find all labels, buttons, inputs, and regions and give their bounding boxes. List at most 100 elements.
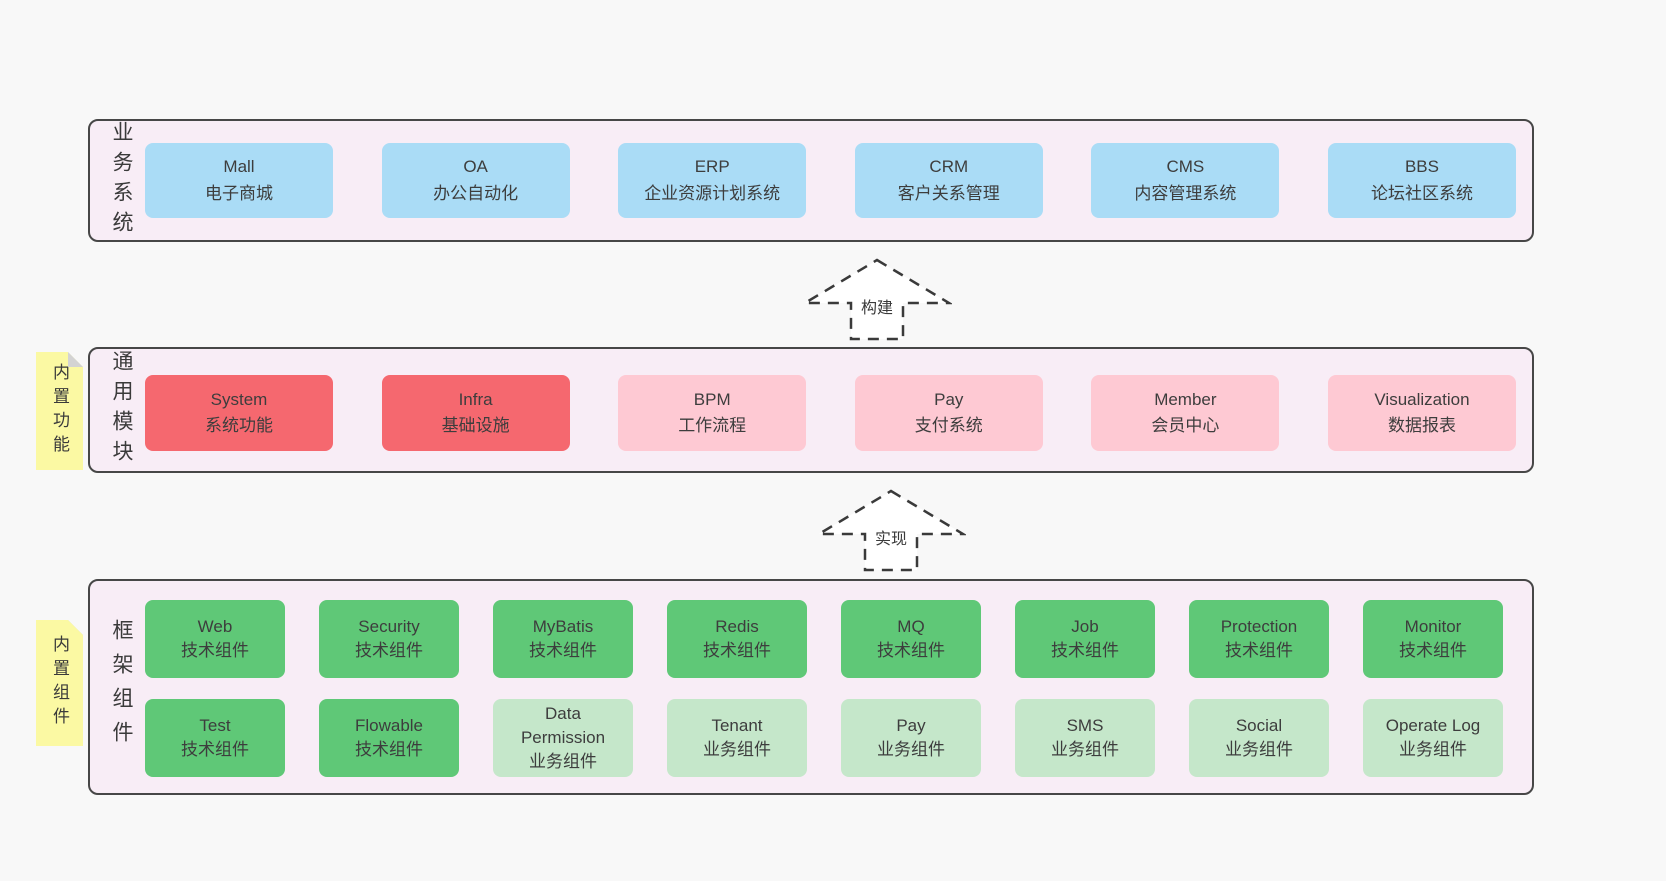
box-title: MQ bbox=[897, 616, 925, 636]
layer-framework-components: 框架组件 Web 技术组件 Security 技术组件 MyBatis 技术组件… bbox=[88, 579, 1534, 795]
biz-component-row: Test 技术组件 Flowable 技术组件 Data Permission … bbox=[145, 699, 1503, 777]
up-arrow-icon bbox=[816, 489, 966, 572]
box-subtitle: 技术组件 bbox=[1225, 641, 1293, 660]
box-mybatis: MyBatis 技术组件 bbox=[493, 600, 633, 678]
box-oa: OA 办公自动化 bbox=[381, 143, 570, 218]
box-web: Web 技术组件 bbox=[145, 600, 285, 678]
box-title: Pay bbox=[896, 715, 926, 735]
box-test: Test 技术组件 bbox=[145, 699, 285, 777]
box-title: Security bbox=[358, 616, 420, 636]
layer-label-business: 业务系统 bbox=[110, 120, 133, 241]
box-title: Operate Log bbox=[1385, 715, 1481, 735]
box-visualization: Visualization 数据报表 bbox=[1327, 375, 1516, 451]
box-subtitle: 技术组件 bbox=[355, 740, 423, 759]
layer-business-systems: 业务系统 Mall 电子商城 OA 办公自动化 ERP 企业资源计划系统 CRM… bbox=[88, 119, 1534, 242]
module-boxes: System 系统功能 Infra 基础设施 BPM 工作流程 Pay 支付系统… bbox=[145, 375, 1516, 451]
box-data-permission: Data Permission 业务组件 bbox=[493, 699, 633, 777]
box-system: System 系统功能 bbox=[145, 375, 333, 451]
box-subtitle: 系统功能 bbox=[205, 416, 273, 435]
box-title: System bbox=[210, 389, 268, 409]
business-boxes: Mall 电子商城 OA 办公自动化 ERP 企业资源计划系统 CRM 客户关系… bbox=[145, 143, 1516, 218]
up-arrow-icon bbox=[802, 258, 952, 341]
box-crm: CRM 客户关系管理 bbox=[854, 143, 1043, 218]
box-subtitle: 技术组件 bbox=[529, 641, 597, 660]
box-subtitle: 客户关系管理 bbox=[897, 183, 1000, 203]
layer-label-framework: 框架组件 bbox=[110, 619, 133, 755]
box-subtitle: 电子商城 bbox=[205, 183, 273, 203]
box-job: Job 技术组件 bbox=[1015, 600, 1155, 678]
box-subtitle: 论坛社区系统 bbox=[1370, 183, 1473, 203]
box-subtitle: 业务组件 bbox=[1225, 740, 1293, 759]
sticky-note-builtin-components: 内置组件 bbox=[36, 620, 83, 746]
box-title: Job bbox=[1071, 616, 1099, 636]
box-title: OA bbox=[463, 157, 488, 177]
box-tenant: Tenant 业务组件 bbox=[667, 699, 807, 777]
box-infra: Infra 基础设施 bbox=[381, 375, 570, 451]
box-operate-log: Operate Log 业务组件 bbox=[1363, 699, 1503, 777]
build-arrow-label: 构建 bbox=[860, 300, 893, 317]
box-title: Redis bbox=[715, 616, 759, 636]
box-title: BPM bbox=[693, 389, 731, 409]
build-arrow-icon: 构建 bbox=[802, 257, 952, 342]
box-subtitle: 数据报表 bbox=[1387, 416, 1456, 435]
box-member: Member 会员中心 bbox=[1091, 375, 1280, 451]
sticky-note-label: 内置功能 bbox=[50, 363, 69, 459]
box-subtitle: 技术组件 bbox=[181, 740, 249, 759]
box-title: ERP bbox=[694, 157, 730, 177]
box-pay-module: Pay 支付系统 bbox=[854, 375, 1043, 451]
box-title: Pay bbox=[934, 389, 964, 409]
box-subtitle: 技术组件 bbox=[1051, 641, 1119, 660]
box-subtitle: 技术组件 bbox=[1399, 641, 1467, 660]
box-title: Member bbox=[1154, 389, 1217, 409]
tech-component-row: Web 技术组件 Security 技术组件 MyBatis 技术组件 Redi… bbox=[145, 600, 1503, 678]
box-subtitle: 办公自动化 bbox=[433, 183, 519, 203]
box-protection: Protection 技术组件 bbox=[1189, 600, 1329, 678]
box-subtitle: 业务组件 bbox=[1399, 740, 1467, 759]
box-title: CMS bbox=[1166, 157, 1205, 177]
box-cms: CMS 内容管理系统 bbox=[1091, 143, 1280, 218]
box-subtitle: 基础设施 bbox=[441, 416, 510, 435]
box-subtitle: 技术组件 bbox=[877, 641, 945, 660]
implement-arrow-label: 实现 bbox=[874, 531, 907, 548]
box-subtitle: 企业资源计划系统 bbox=[644, 183, 781, 203]
box-redis: Redis 技术组件 bbox=[667, 600, 807, 678]
box-subtitle: 支付系统 bbox=[914, 416, 983, 435]
box-bbs: BBS 论坛社区系统 bbox=[1327, 143, 1516, 218]
box-subtitle: 工作流程 bbox=[678, 416, 747, 435]
box-subtitle: 业务组件 bbox=[529, 752, 597, 772]
box-title: Tenant bbox=[711, 715, 763, 735]
box-erp: ERP 企业资源计划系统 bbox=[618, 143, 807, 218]
box-title: Visualization bbox=[1374, 389, 1470, 409]
box-mq: MQ 技术组件 bbox=[841, 600, 981, 678]
box-subtitle: 业务组件 bbox=[1051, 740, 1119, 759]
box-title: MyBatis bbox=[532, 616, 594, 636]
box-title: SMS bbox=[1066, 715, 1104, 735]
layer-label-modules: 通用模块 bbox=[110, 350, 133, 470]
box-title: Protection bbox=[1220, 616, 1298, 636]
box-security: Security 技术组件 bbox=[319, 600, 459, 678]
box-title: CRM bbox=[929, 157, 969, 177]
box-flowable: Flowable 技术组件 bbox=[319, 699, 459, 777]
box-title: Web bbox=[197, 616, 233, 636]
box-social: Social 业务组件 bbox=[1189, 699, 1329, 777]
note-fold-icon bbox=[68, 352, 83, 367]
box-pay-component: Pay 业务组件 bbox=[841, 699, 981, 777]
box-mall: Mall 电子商城 bbox=[145, 143, 333, 218]
box-subtitle: 技术组件 bbox=[703, 641, 771, 660]
box-title: Monitor bbox=[1404, 616, 1462, 636]
box-title: Infra bbox=[458, 389, 493, 409]
box-title: Mall bbox=[223, 157, 255, 177]
box-monitor: Monitor 技术组件 bbox=[1363, 600, 1503, 678]
implement-arrow-icon: 实现 bbox=[816, 488, 966, 573]
box-subtitle: 业务组件 bbox=[703, 740, 771, 759]
layer-common-modules: 通用模块 System 系统功能 Infra 基础设施 BPM 工作流程 Pay… bbox=[88, 347, 1534, 473]
box-subtitle: 技术组件 bbox=[181, 641, 249, 660]
box-sms: SMS 业务组件 bbox=[1015, 699, 1155, 777]
box-bpm: BPM 工作流程 bbox=[618, 375, 807, 451]
box-subtitle: 技术组件 bbox=[355, 641, 423, 660]
sticky-note-label: 内置组件 bbox=[50, 635, 69, 731]
box-title: BBS bbox=[1404, 157, 1439, 177]
box-title: Social bbox=[1235, 715, 1283, 735]
box-subtitle: 会员中心 bbox=[1151, 416, 1220, 435]
